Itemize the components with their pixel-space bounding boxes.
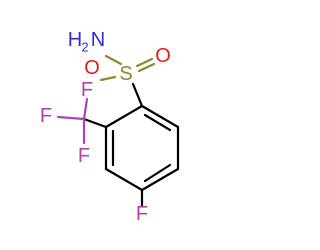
atom-n-symbol: H (68, 29, 82, 51)
trifluoromethyl-group (56, 97, 108, 145)
bond-s-o-left-a (99, 75, 117, 82)
atom-o-left: O (84, 57, 100, 79)
atom-o-right: O (155, 45, 171, 67)
atom-s: S (119, 63, 132, 85)
molecule-structure: H 2 N S O O F F F F (40, 29, 180, 225)
bond-c6-cf3 (82, 117, 108, 129)
atom-f-top: F (81, 79, 93, 101)
ring-bond-c1-c2 (140, 104, 180, 129)
atom-n-h-count: 2 (81, 40, 88, 55)
ring-bond-c6-c1 (104, 104, 144, 129)
bond-s-n (104, 54, 123, 66)
bond-c1-s (131, 82, 144, 108)
ring-double-bond-inner-1 (143, 113, 172, 132)
ring-bond-c3-c4 (140, 167, 180, 192)
atom-n: H 2 N (68, 29, 105, 55)
bond-cf3-f-top (82, 97, 89, 121)
atom-f-ring: F (136, 203, 148, 225)
atom-n-label: N (91, 29, 105, 51)
sulfonamide-group (99, 54, 156, 108)
ring-bond-c4-c5 (104, 167, 144, 192)
ring-double-bond-inner-2 (143, 163, 172, 183)
bond-s-o-right-b (137, 62, 156, 73)
benzene-ring (104, 104, 180, 192)
bond-s-o-right-a (135, 57, 154, 68)
bond-cf3-f-left (56, 115, 86, 121)
atom-f-bottom: F (78, 145, 90, 167)
atom-f-left: F (40, 105, 52, 127)
